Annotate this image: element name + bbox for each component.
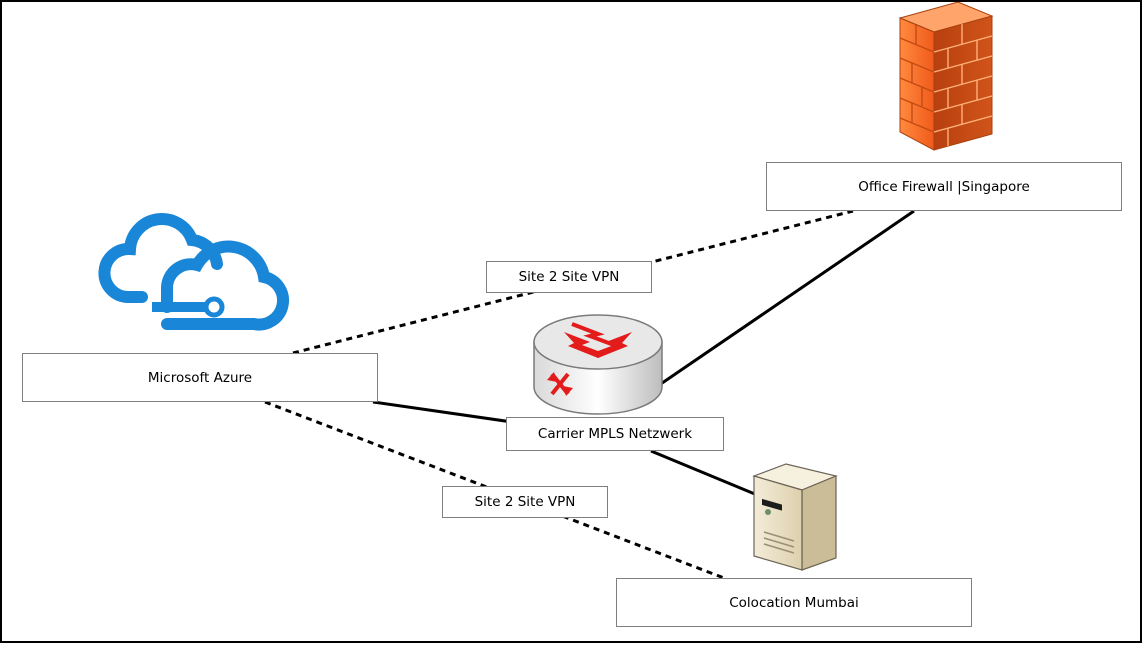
connection-label-vpn-bottom: Site 2 Site VPN — [442, 486, 608, 518]
server-tower-icon — [752, 463, 838, 571]
router-icon — [533, 314, 663, 415]
node-label: Microsoft Azure — [147, 369, 253, 386]
mpls-link-office — [626, 209, 915, 409]
node-office-firewall: Office Firewall |Singapore — [766, 162, 1122, 211]
mpls-link-azure — [372, 400, 513, 424]
node-carrier-mpls: Carrier MPLS Netzwerk — [506, 417, 724, 451]
connection-label: Site 2 Site VPN — [518, 269, 620, 285]
node-label: Colocation Mumbai — [729, 594, 859, 611]
connection-label-vpn-top: Site 2 Site VPN — [486, 261, 652, 293]
node-label: Office Firewall |Singapore — [858, 178, 1030, 195]
node-colocation-mumbai: Colocation Mumbai — [616, 578, 972, 627]
firewall-icon — [898, 2, 994, 151]
azure-cloud-icon — [98, 213, 290, 331]
node-microsoft-azure: Microsoft Azure — [22, 353, 378, 402]
mpls-link-colocation — [650, 449, 763, 499]
node-label: Carrier MPLS Netzwerk — [537, 426, 693, 442]
connection-label: Site 2 Site VPN — [474, 494, 576, 510]
